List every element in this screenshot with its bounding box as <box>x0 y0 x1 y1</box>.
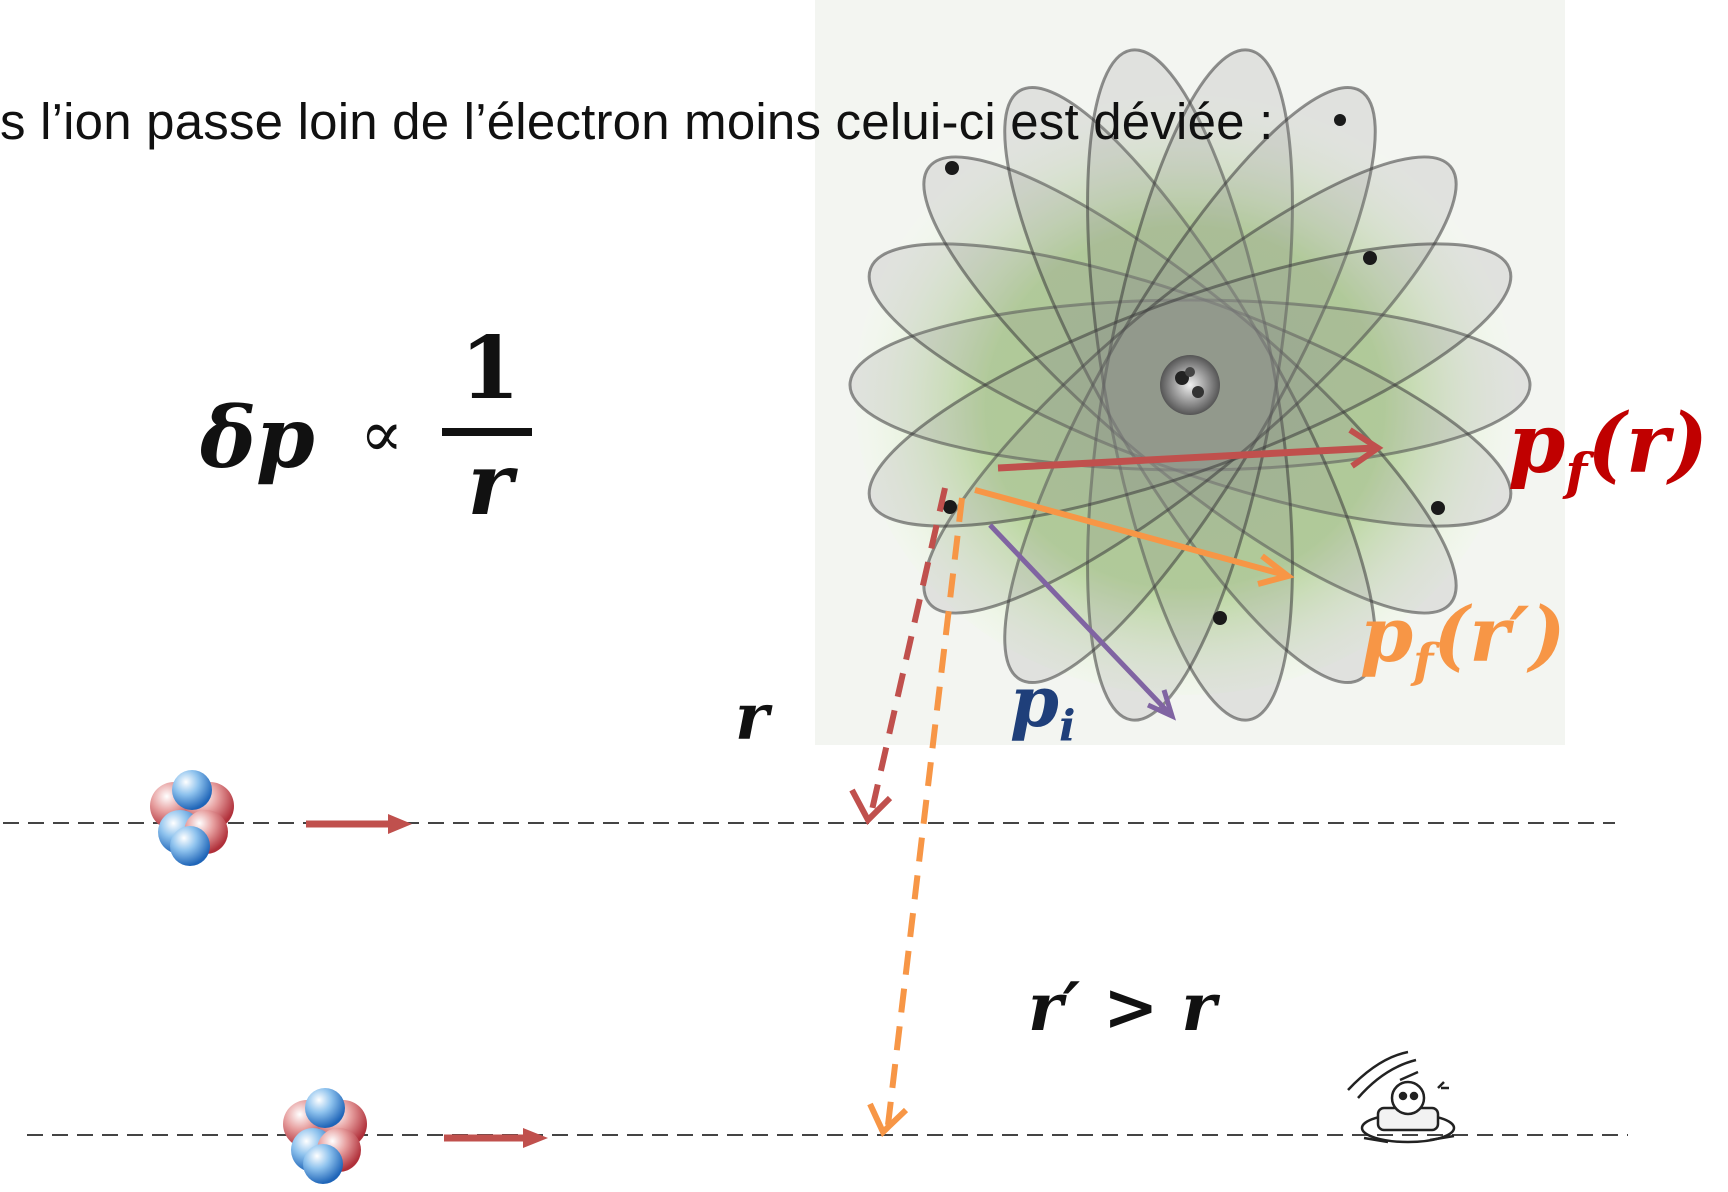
ion-icon <box>150 770 234 866</box>
ion-arrow <box>444 1128 548 1148</box>
ion-arrow <box>306 814 412 834</box>
formula-lhs: δp <box>200 388 315 487</box>
label-p-i-sub: i <box>1058 701 1076 752</box>
formula-relation: ∝ <box>360 398 404 472</box>
fraction-bar <box>442 428 532 436</box>
distance-arrow-rprime <box>867 497 965 1138</box>
distance-arrow-r <box>849 487 948 825</box>
label-p-f-rprime-sub: f <box>1413 634 1434 690</box>
detector-cartoon-icon <box>1347 1050 1456 1144</box>
label-p-i: pi <box>1010 660 1075 752</box>
atom-image <box>815 0 1565 745</box>
arrow-pi <box>988 523 1177 721</box>
label-r: r <box>735 680 769 755</box>
proportionality-formula: δp ∝ 1 r <box>200 318 532 535</box>
arrow-pf-r <box>997 427 1384 472</box>
label-p-f-rprime-base: p <box>1360 590 1414 679</box>
label-p-f-rprime: pf(r′) <box>1360 590 1565 689</box>
label-p-i-base: p <box>1010 660 1059 743</box>
label-p-f-r-arg: (r) <box>1587 396 1709 492</box>
label-p-f-r-sub: f <box>1565 441 1588 502</box>
arrow-pf-rprime <box>974 487 1295 587</box>
label-rprime-gt-r: r′ > r <box>1028 968 1217 1046</box>
formula-numerator: 1 <box>460 318 520 419</box>
label-p-f-r-base: p <box>1508 396 1566 492</box>
label-p-f-rprime-arg: (r′) <box>1433 590 1566 679</box>
ion-icon <box>283 1088 367 1184</box>
heading-text: s l’ion passe loin de l’électron moins c… <box>0 93 1274 150</box>
label-p-f-r: pf(r) <box>1508 396 1708 501</box>
formula-denominator: r <box>467 434 513 535</box>
